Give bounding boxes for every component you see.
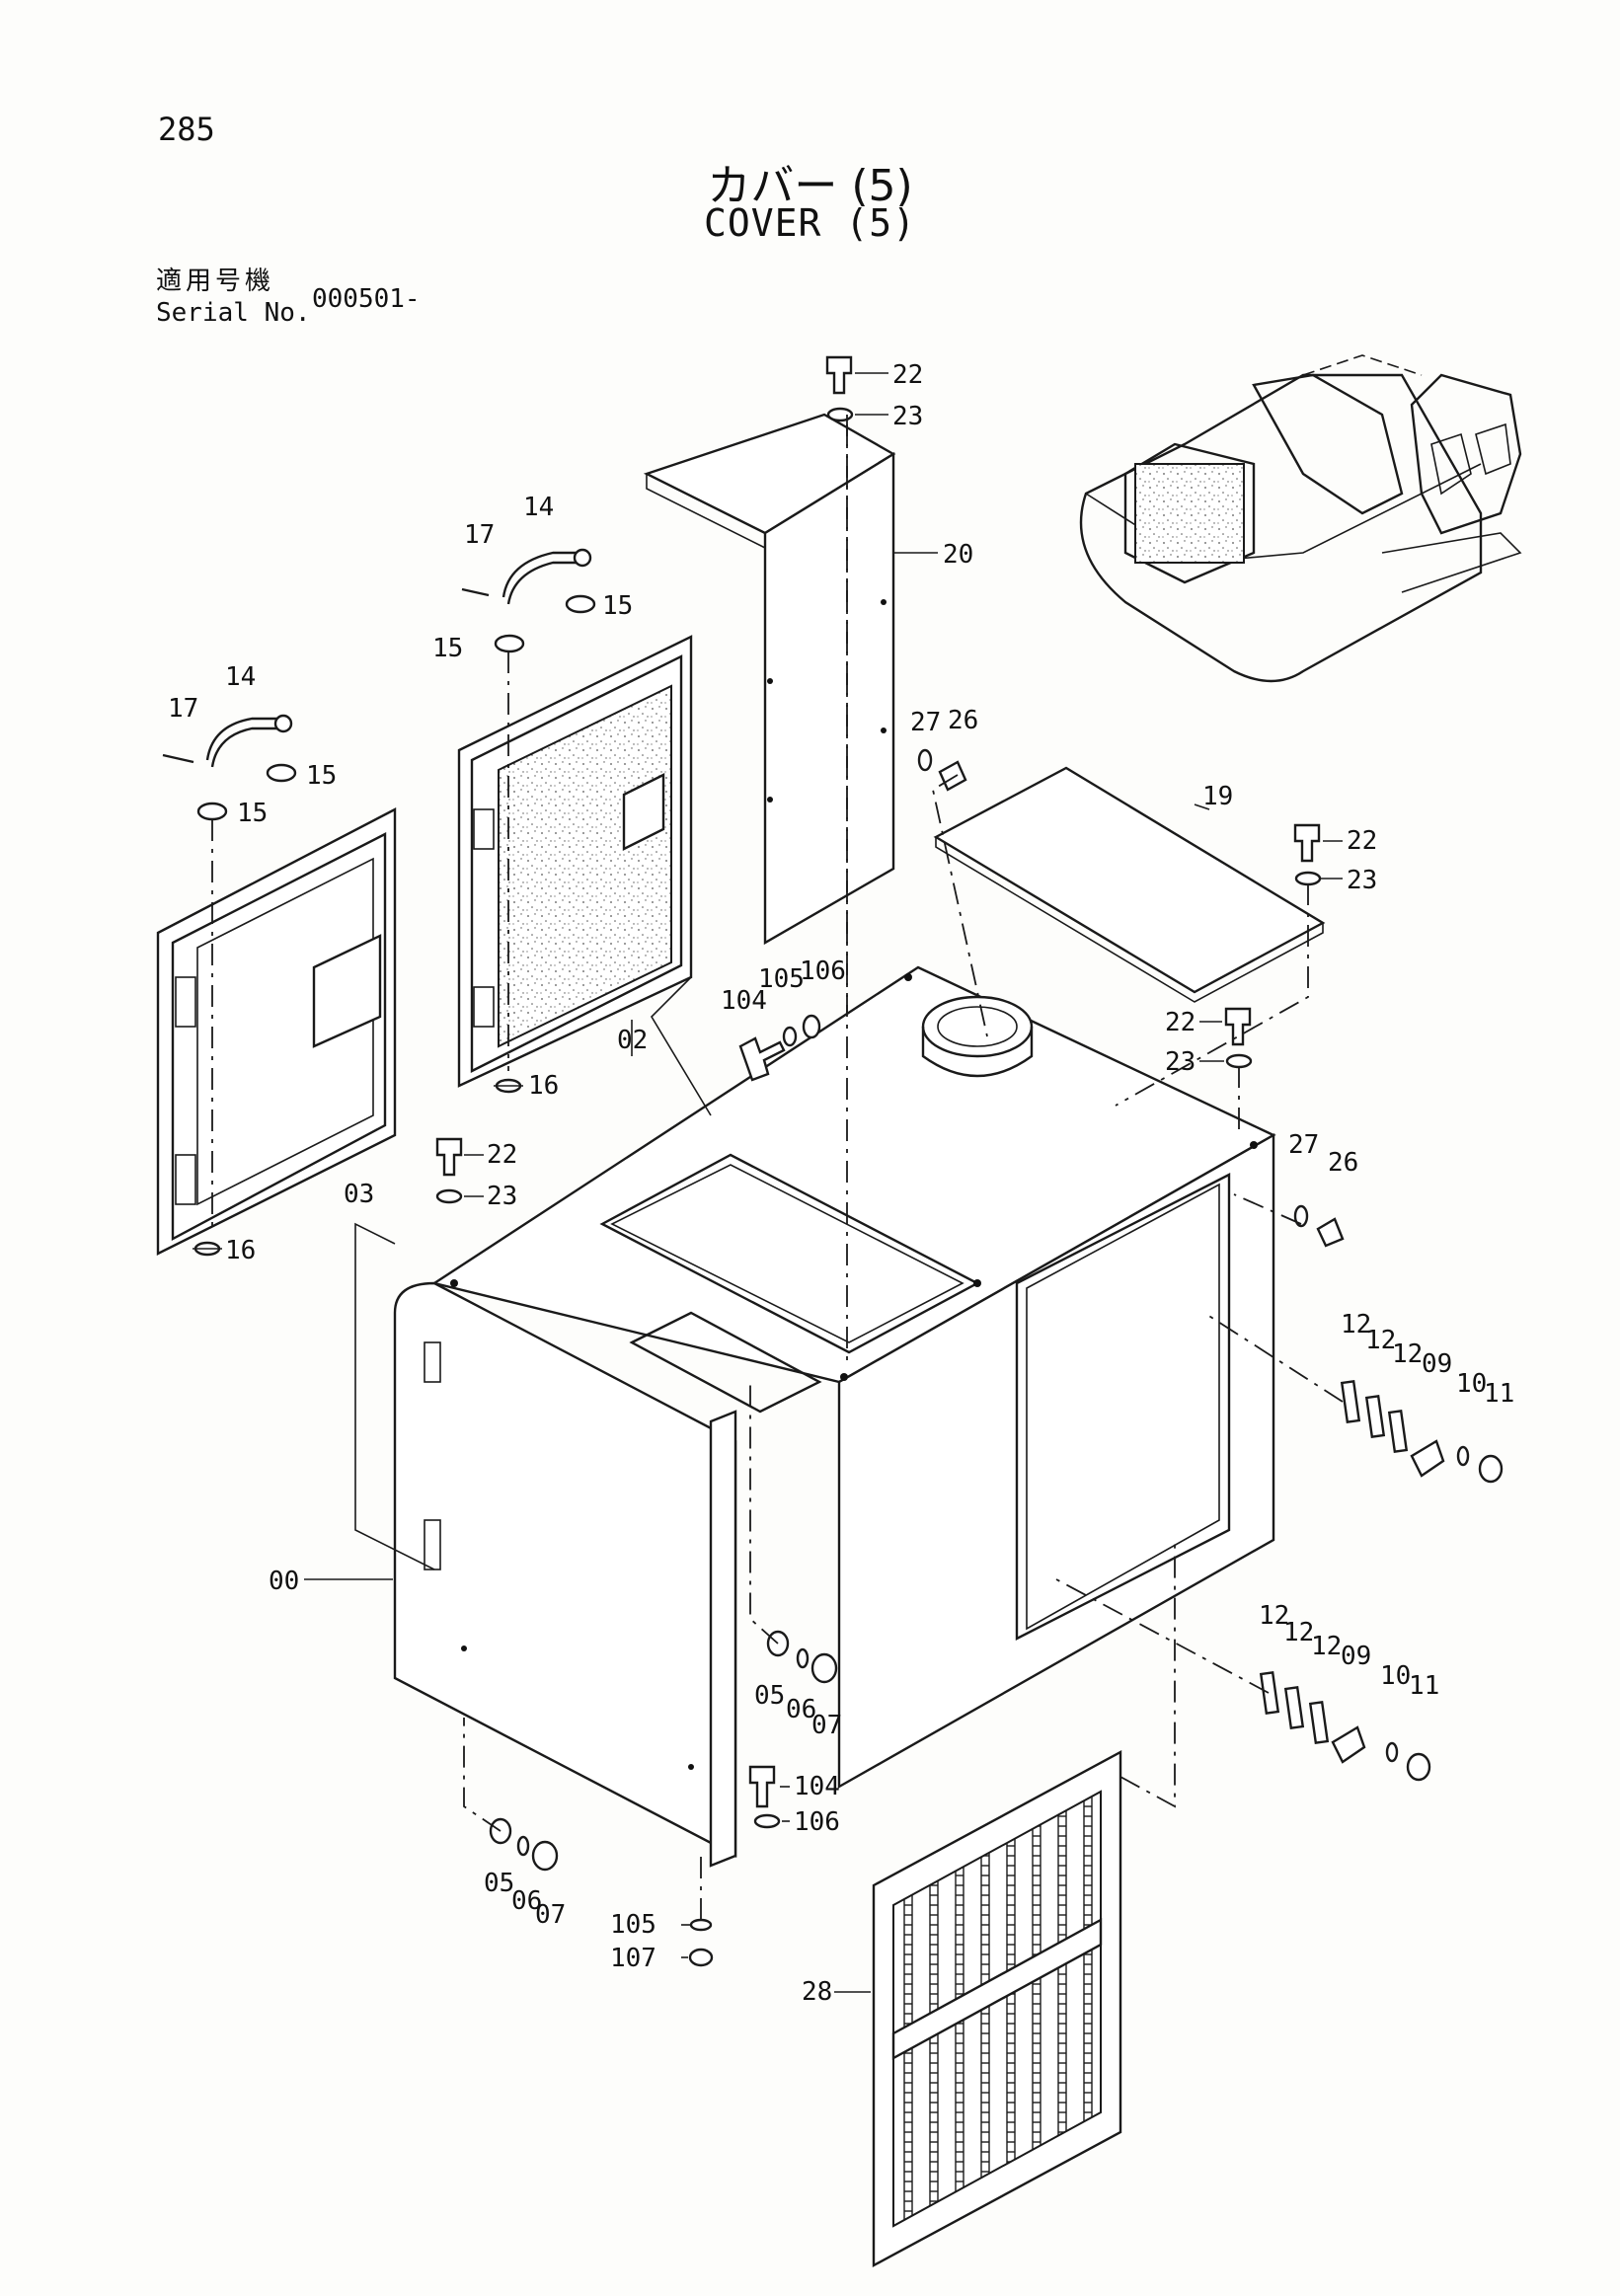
door-03 (156, 807, 397, 1256)
callout-104: 104 (794, 1772, 840, 1801)
callout-09: 09 (1341, 1642, 1371, 1671)
fasteners (193, 355, 1504, 1967)
callout-labels: 22 23 20 14 17 15 15 14 17 15 15 27 26 1… (168, 360, 1514, 2007)
callout-15: 15 (432, 634, 463, 663)
callout-105: 105 (610, 1910, 656, 1940)
callout-27: 27 (1288, 1130, 1319, 1160)
callout-07: 07 (535, 1900, 566, 1930)
top-plate-19 (933, 766, 1326, 1003)
door-02 (457, 635, 693, 1088)
front-panel-00 (393, 1281, 822, 1868)
callout-105: 105 (758, 964, 805, 994)
callout-05: 05 (754, 1681, 785, 1711)
callout-03: 03 (344, 1180, 374, 1209)
callout-23: 23 (1347, 866, 1377, 895)
callout-15: 15 (237, 799, 268, 828)
callout-10: 10 (1380, 1661, 1411, 1691)
machine-location-thumbnail (1079, 354, 1522, 683)
callout-12: 12 (1283, 1618, 1314, 1647)
page-number: 285 (158, 111, 215, 148)
page-title-english: COVER (5) (704, 201, 916, 245)
page-title-japanese: カバー (5) (707, 161, 913, 211)
callout-20: 20 (943, 540, 973, 570)
callout-16: 16 (225, 1236, 256, 1265)
callout-17: 17 (168, 694, 198, 724)
callout-19: 19 (1202, 782, 1233, 811)
callout-23: 23 (892, 402, 923, 431)
callout-12: 12 (1392, 1339, 1423, 1369)
serial-label-english: Serial No. (156, 298, 311, 328)
callout-11: 11 (1409, 1671, 1439, 1701)
callout-12: 12 (1259, 1601, 1289, 1631)
callout-06: 06 (511, 1886, 542, 1916)
callout-22: 22 (892, 360, 923, 390)
callout-06: 06 (786, 1695, 816, 1724)
callout-17: 17 (464, 520, 495, 550)
handle-assemblies (162, 548, 596, 821)
callout-12: 12 (1365, 1326, 1396, 1355)
callout-106: 106 (794, 1807, 840, 1837)
callout-22: 22 (487, 1140, 517, 1170)
callout-16: 16 (528, 1071, 559, 1101)
engine-cover-highlight (1134, 463, 1245, 564)
grille-28 (872, 1749, 1122, 2268)
callout-22: 22 (1347, 826, 1377, 856)
serial-label-japanese: 適用号機 (156, 267, 275, 296)
callout-09: 09 (1422, 1349, 1452, 1379)
callout-107: 107 (610, 1944, 656, 1973)
callout-28: 28 (802, 1977, 832, 2007)
leader-lines (193, 372, 1344, 1993)
callout-12: 12 (1341, 1310, 1371, 1339)
callout-106: 106 (800, 957, 846, 986)
callout-27: 27 (910, 708, 941, 737)
callout-00: 00 (269, 1567, 299, 1596)
callout-14: 14 (225, 662, 256, 692)
callout-02: 02 (617, 1026, 648, 1055)
callout-15: 15 (306, 761, 337, 791)
callout-05: 05 (484, 1869, 514, 1898)
callout-22: 22 (1165, 1008, 1196, 1037)
callout-23: 23 (1165, 1047, 1196, 1077)
callout-11: 11 (1484, 1379, 1514, 1409)
callout-26: 26 (948, 706, 978, 735)
callout-23: 23 (487, 1182, 517, 1211)
callout-12: 12 (1311, 1632, 1342, 1661)
serial-number-value: 000501- (312, 284, 421, 314)
callout-104: 104 (721, 986, 767, 1016)
callout-07: 07 (811, 1711, 842, 1740)
main-cover-frame (431, 965, 1276, 1790)
callout-14: 14 (523, 493, 554, 522)
callout-10: 10 (1456, 1369, 1487, 1399)
callout-15: 15 (602, 591, 633, 621)
callout-26: 26 (1328, 1148, 1358, 1178)
